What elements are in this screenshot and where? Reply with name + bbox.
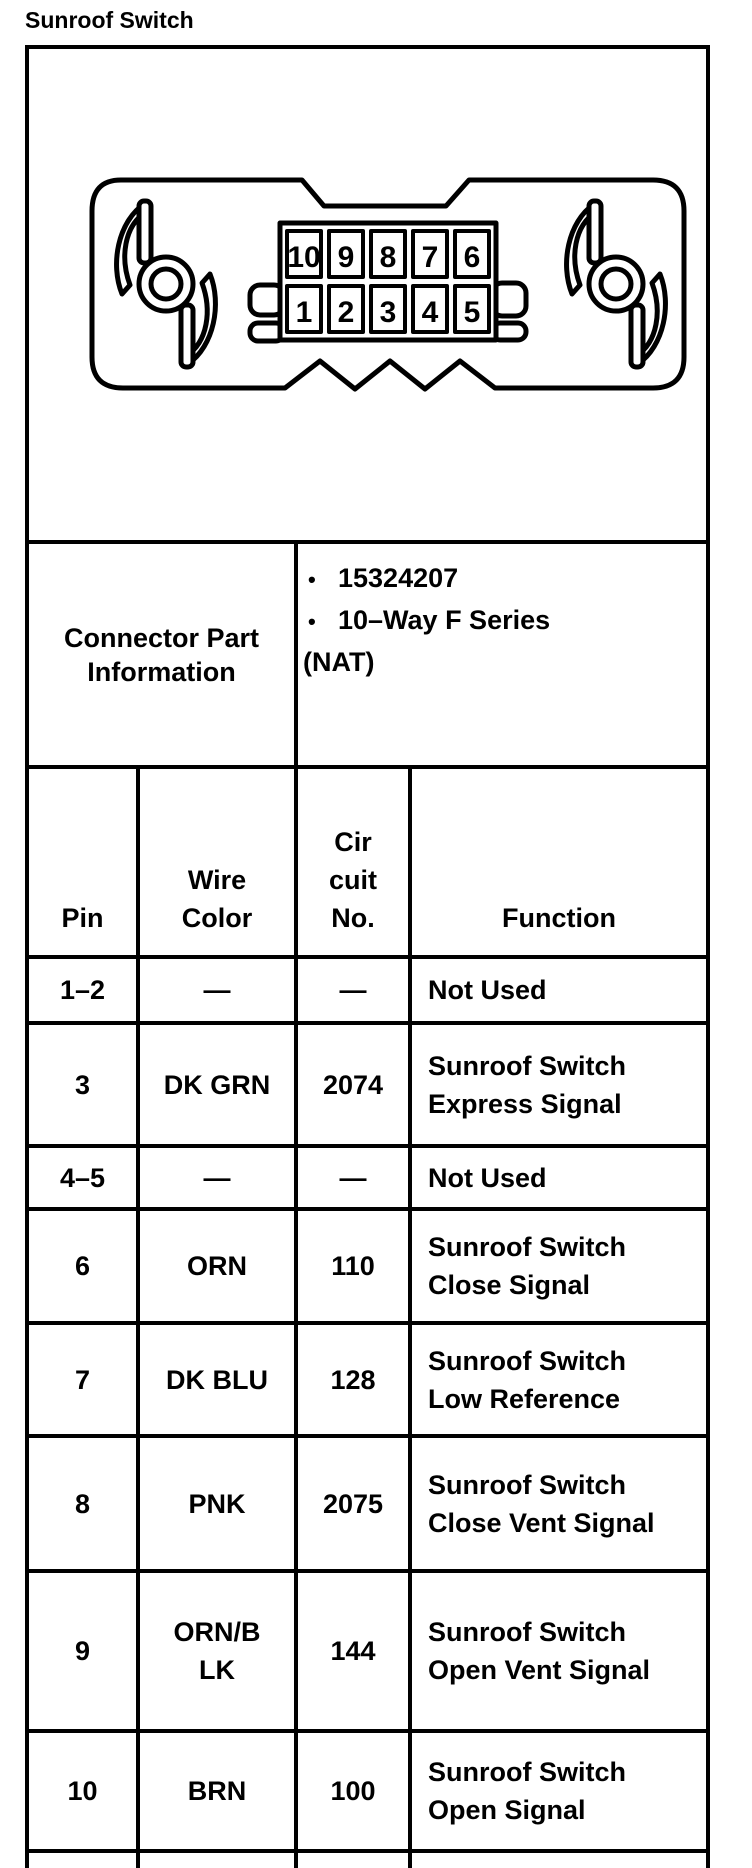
- cell-wire-color: BRN: [140, 1733, 298, 1849]
- cell-wire-color: DK BLU: [140, 1325, 298, 1434]
- cell-pin: 9: [29, 1573, 140, 1729]
- pin-number: 6: [464, 241, 481, 274]
- header-circuit-no: Cir cuit No.: [298, 769, 412, 955]
- cell-pin: 10: [29, 1733, 140, 1849]
- cell-wire-color: DK GRN: [140, 1025, 298, 1144]
- table-row: 4–5 — — Not Used: [29, 1148, 706, 1211]
- pin-table-header-row: Pin Wire Color Cir cuit No. Function: [29, 769, 706, 959]
- wing-upper-blade: [564, 198, 604, 297]
- cell-pin: 1–2: [29, 959, 140, 1021]
- cell-wire-color: ORN/B LK: [140, 1573, 298, 1729]
- part-info-values: • 15324207 • 10–Way F Series (NAT): [298, 544, 706, 765]
- bullet-icon: •: [308, 567, 316, 592]
- cell-wire-color: —: [140, 959, 298, 1021]
- pin-number: 10: [287, 241, 320, 274]
- cell-circuit-no: 2075: [298, 1438, 412, 1569]
- part-number-item: • 15324207: [298, 558, 706, 600]
- table-row: 8 PNK 2075 Sunroof Switch Close Vent Sig…: [29, 1438, 706, 1573]
- cell-circuit-no: 110: [298, 1211, 412, 1321]
- pin-cavity: [369, 284, 407, 334]
- cell-function: Sunroof Switch Open Vent Signal: [428, 1617, 651, 1685]
- cell-pin: 7: [29, 1325, 140, 1434]
- cell-pin: 6: [29, 1211, 140, 1321]
- table-row: 3 DK GRN 2074 Sunroof Switch Express Sig…: [29, 1025, 706, 1148]
- part-series-continuation: (NAT): [303, 647, 375, 677]
- header-function: Function: [502, 903, 616, 933]
- page-title: Sunroof Switch: [25, 7, 194, 33]
- cell-circuit-no: —: [298, 959, 412, 1021]
- pin-cavity: [327, 229, 365, 279]
- cell-pin: 8: [29, 1438, 140, 1569]
- cell-wire-color: [140, 1853, 298, 1868]
- cell-circuit-no: [298, 1853, 412, 1868]
- wing-upper-blade: [114, 198, 154, 297]
- cell-circuit-no: —: [298, 1148, 412, 1207]
- pin-cavity: [285, 284, 323, 334]
- cell-function: Not Used: [428, 975, 547, 1005]
- cell-wire-color: ORN: [140, 1211, 298, 1321]
- cell-circuit-no: 144: [298, 1573, 412, 1729]
- right-wing-icon: [564, 198, 668, 370]
- table-row: 9 ORN/B LK 144 Sunroof Switch Open Vent …: [29, 1573, 706, 1733]
- pin-number: 9: [338, 241, 355, 274]
- table-row: 10 BRN 100 Sunroof Switch Open Signal: [29, 1733, 706, 1853]
- cell-pin: 3: [29, 1025, 140, 1144]
- pin-cavity: [453, 229, 491, 279]
- part-series: 10–Way F Series: [338, 605, 551, 635]
- cell-function: [412, 1853, 706, 1868]
- table-row: 7 DK BLU 128 Sunroof Switch Low Referenc…: [29, 1325, 706, 1438]
- part-series-item: • 10–Way F Series: [298, 600, 706, 642]
- pin-cavity: [327, 284, 365, 334]
- wing-lower-blade: [178, 271, 218, 370]
- cell-pin: 4–5: [29, 1148, 140, 1207]
- table-row-partial: [29, 1853, 706, 1868]
- part-info-label: Connector Part Information: [29, 544, 298, 765]
- pin-cavity: [453, 284, 491, 334]
- pin-cavity: [369, 229, 407, 279]
- cell-function: Sunroof Switch Low Reference: [428, 1345, 626, 1414]
- cell-wire-color: —: [140, 1148, 298, 1207]
- cell-pin: [29, 1853, 140, 1868]
- wing-ring-inner: [148, 266, 184, 302]
- cell-function: Sunroof Switch Close Vent Signal: [428, 1469, 655, 1538]
- cell-function: Sunroof Switch Open Signal: [428, 1757, 626, 1825]
- part-number: 15324207: [338, 563, 459, 593]
- left-wing-icon: [114, 198, 218, 370]
- pin-number: 5: [464, 296, 481, 329]
- pin-cavity: [411, 229, 449, 279]
- pin-number: 1: [296, 296, 313, 329]
- pin-table: Pin Wire Color Cir cuit No. Function 1–2…: [29, 769, 706, 1868]
- cell-circuit-no: 100: [298, 1733, 412, 1849]
- cell-circuit-no: 2074: [298, 1025, 412, 1144]
- wing-lower-blade: [628, 271, 668, 370]
- cell-function: Sunroof Switch Express Signal: [428, 1050, 626, 1119]
- pin-number: 4: [422, 296, 439, 329]
- part-info-row: Connector Part Information • 15324207 • …: [29, 544, 706, 769]
- wing-ring-inner: [598, 266, 634, 302]
- header-wire-color: Wire Color: [140, 769, 298, 955]
- table-row: 1–2 — — Not Used: [29, 959, 706, 1025]
- cell-wire-color: PNK: [140, 1438, 298, 1569]
- cell-function: Not Used: [428, 1162, 547, 1193]
- table-row: 6 ORN 110 Sunroof Switch Close Signal: [29, 1211, 706, 1325]
- cell-function: Sunroof Switch Close Signal: [428, 1232, 626, 1300]
- pin-cavity: [285, 229, 323, 279]
- bullet-icon: •: [308, 609, 316, 634]
- cell-circuit-no: 128: [298, 1325, 412, 1434]
- pin-number: 8: [380, 241, 397, 274]
- pin-number: 3: [380, 296, 397, 329]
- header-pin: Pin: [29, 769, 140, 955]
- pin-cavity: [411, 284, 449, 334]
- pin-number: 7: [422, 241, 439, 274]
- pin-number: 2: [338, 296, 355, 329]
